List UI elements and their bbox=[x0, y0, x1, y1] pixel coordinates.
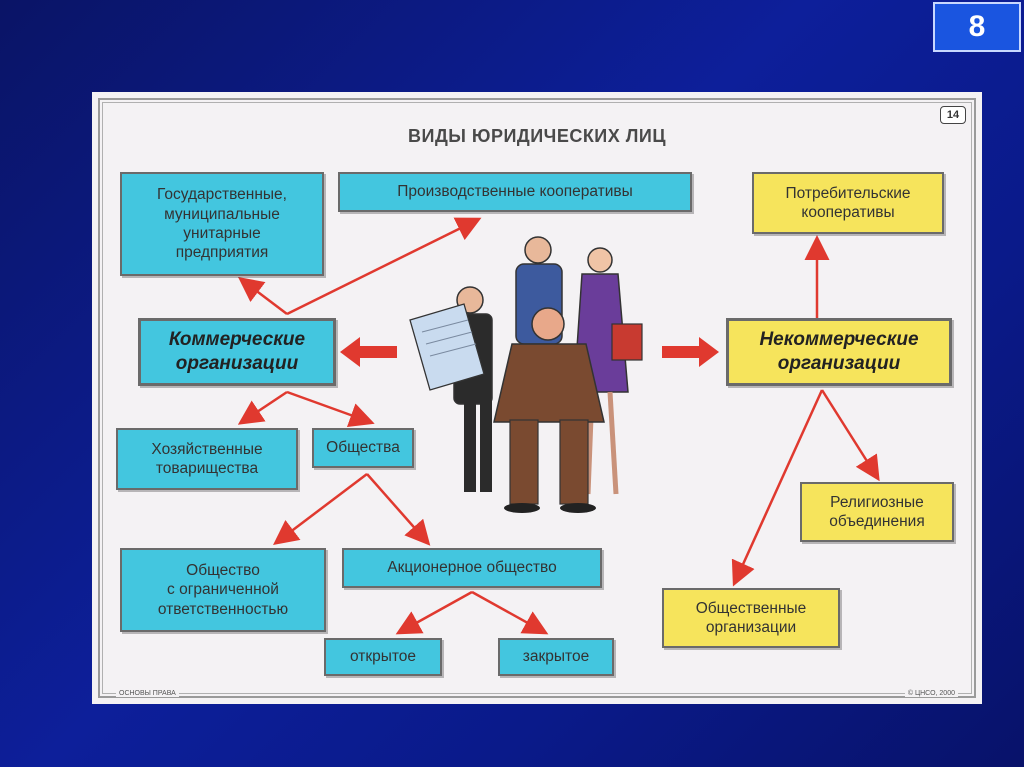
node-public-organizations: Общественные организации bbox=[662, 588, 840, 648]
poster-frame-inner bbox=[102, 102, 972, 694]
node-open-jsc: открытое bbox=[324, 638, 442, 676]
footer-left: ОСНОВЫ ПРАВА bbox=[116, 690, 179, 697]
node-consumer-cooperatives: Потребительские кооперативы bbox=[752, 172, 944, 234]
diagram-arrows bbox=[237, 217, 880, 635]
poster: ВИДЫ ЮРИДИЧЕСКИХ ЛИЦ 14 bbox=[92, 92, 982, 704]
people-illustration-icon bbox=[409, 236, 643, 513]
node-religious-associations: Религиозные объединения bbox=[800, 482, 954, 542]
node-business-partnerships: Хозяйственные товарищества bbox=[116, 428, 298, 490]
slide-number: 8 bbox=[933, 2, 1021, 52]
poster-badge: 14 bbox=[940, 106, 966, 124]
arrow-to-closed bbox=[471, 590, 549, 635]
node-joint-stock-company: Акционерное общество bbox=[342, 548, 602, 588]
node-societies: Общества bbox=[312, 428, 414, 468]
node-commercial-orgs: Коммерческие организации bbox=[138, 318, 336, 386]
arrow-to-public-orgs bbox=[731, 389, 824, 587]
arrow-to-gov bbox=[238, 276, 288, 315]
node-llc: Общество с ограниченной ответственностью bbox=[120, 548, 326, 632]
thick-arrow-right bbox=[662, 337, 719, 367]
arrow-to-llc bbox=[273, 473, 368, 546]
arrow-to-open bbox=[395, 590, 473, 635]
arrow-to-religious bbox=[820, 389, 880, 482]
node-noncommercial-orgs: Некоммерческие организации bbox=[726, 318, 952, 386]
thick-arrow-left bbox=[340, 337, 397, 367]
node-production-cooperatives: Производственные кооперативы bbox=[338, 172, 692, 212]
poster-frame bbox=[98, 98, 976, 698]
node-gov-enterprises: Государственные, муниципальные унитарные… bbox=[120, 172, 324, 276]
arrow-to-prod-coop bbox=[286, 217, 482, 316]
node-closed-jsc: закрытое bbox=[498, 638, 614, 676]
poster-title: ВИДЫ ЮРИДИЧЕСКИХ ЛИЦ bbox=[408, 126, 666, 146]
arrow-to-societies bbox=[286, 390, 375, 427]
arrow-to-jsc bbox=[366, 473, 431, 546]
arrow-to-partnerships bbox=[237, 390, 288, 425]
footer-right: © ЦНСО, 2000 bbox=[904, 690, 958, 697]
